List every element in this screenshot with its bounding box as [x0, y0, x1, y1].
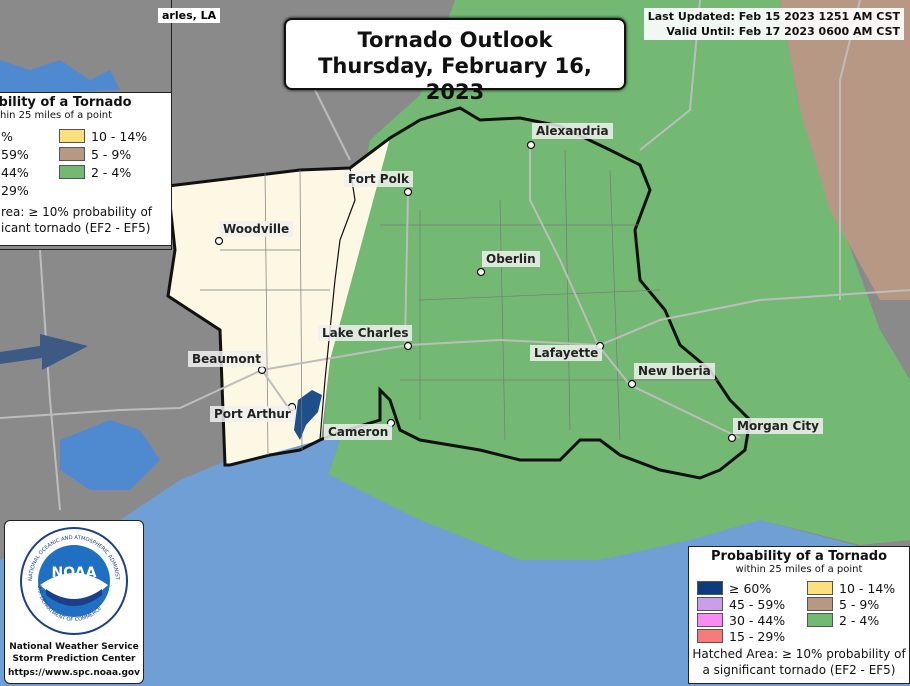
west-bay-water: [60, 420, 160, 490]
title-box: Tornado Outlook Thursday, February 16, 2…: [284, 18, 626, 104]
inset-legend-item: 44%: [1, 165, 29, 180]
city-label: Port Arthur: [210, 406, 295, 422]
legend-swatch: [59, 147, 85, 161]
city-label: New Iberia: [634, 363, 715, 379]
city-label: Alexandria: [532, 123, 613, 139]
legend-subtitle: within 25 miles of a point: [735, 564, 863, 575]
city-label: Oberlin: [482, 251, 540, 267]
hatched-note-1: Hatched Area: ≥ 10% probability of: [692, 647, 906, 661]
inset-legend-title: bability of a Tornado: [0, 95, 132, 110]
legend-item: 2 - 4%: [807, 613, 879, 628]
city-label: Lake Charles: [318, 325, 413, 341]
legend-swatch: [807, 581, 833, 595]
inset-legend-item: 29%: [1, 183, 29, 198]
inset-hatched-note-1: rea: ≥ 10% probability of: [1, 205, 153, 219]
legend-item: 30 - 44%: [697, 613, 785, 628]
inset-legend-subtitle: hin 25 miles of a point: [0, 110, 112, 121]
legend: Probability of a Tornado within 25 miles…: [688, 546, 910, 684]
legend-swatch: [697, 613, 723, 627]
city-marker-lake-charles: [403, 341, 413, 351]
gulf-coast-water: [140, 440, 690, 686]
noaa-credit: NOAA NATIONAL OCEANIC AND ATMOSPHERIC AD…: [4, 520, 144, 684]
inset-legend-item: 5 - 9%: [59, 147, 131, 162]
noaa-logo: NOAA NATIONAL OCEANIC AND ATMOSPHERIC AD…: [15, 521, 128, 635]
city-marker-woodville: [214, 236, 224, 246]
spc-url[interactable]: https://www.spc.noaa.gov: [8, 668, 140, 678]
inset-legend-item: 10 - 14%: [59, 129, 147, 144]
inset-legend-item: 59%: [1, 147, 29, 162]
inset-legend-item: %: [1, 129, 13, 144]
legend-title: Probability of a Tornado: [711, 549, 887, 564]
legend-swatch: [807, 613, 833, 627]
city-label: Morgan City: [733, 418, 823, 434]
legend-swatch: [697, 597, 723, 611]
inset-city-label: arles, LA: [158, 8, 221, 23]
city-label: Fort Polk: [344, 171, 413, 187]
legend-item: 45 - 59%: [697, 597, 785, 612]
valid-until: Valid Until: Feb 17 2023 0600 AM CST: [666, 25, 900, 38]
city-marker-oberlin: [476, 267, 486, 277]
spc-label: Storm Prediction Center: [12, 654, 136, 664]
legend-item: 5 - 9%: [807, 597, 879, 612]
risk-area-5-9: [780, 0, 910, 300]
city-label: Beaumont: [188, 351, 265, 367]
update-info: Last Updated: Feb 15 2023 1251 AM CST Va…: [643, 8, 904, 40]
forecast-area-outline: [166, 106, 752, 480]
nws-label: National Weather Service: [9, 642, 139, 652]
city-marker-fort-polk: [403, 187, 413, 197]
legend-swatch: [807, 597, 833, 611]
city-marker-new-iberia: [627, 379, 637, 389]
page-title: Tornado Outlook: [357, 28, 553, 52]
legend-swatch: [59, 129, 85, 143]
last-updated: Last Updated: Feb 15 2023 1251 AM CST: [647, 10, 900, 23]
noaa-logo-text: NOAA: [52, 565, 97, 581]
legend-swatch: [59, 165, 85, 179]
city-label: Woodville: [219, 221, 294, 237]
legend-swatch: [697, 581, 723, 595]
legend-item: 10 - 14%: [807, 581, 895, 596]
texas-area: [168, 138, 390, 465]
city-marker-alexandria: [526, 140, 536, 150]
inset-hatched-note-2: icant tornado (EF2 - EF5): [1, 221, 151, 235]
inset-legend-item: 2 - 4%: [59, 165, 131, 180]
inset-water: [0, 60, 120, 95]
page-subtitle-date: Thursday, February 16, 2023: [318, 54, 592, 104]
legend-item: ≥ 60%: [697, 581, 771, 596]
inset-legend: bability of a Tornado hin 25 miles of a …: [0, 92, 172, 246]
state-border: [319, 167, 356, 441]
city-label: Cameron: [324, 424, 393, 440]
city-marker-morgan-city: [727, 433, 737, 443]
legend-item: 15 - 29%: [697, 629, 785, 644]
city-label: Lafayette: [530, 345, 603, 361]
motion-arrow: [0, 334, 88, 370]
legend-swatch: [697, 629, 723, 643]
parish-borders: [200, 149, 720, 456]
city-marker-beaumont: [257, 365, 267, 375]
hatched-note-2: a significant tornado (EF2 - EF5): [702, 663, 896, 677]
sabine-lake: [294, 390, 322, 440]
